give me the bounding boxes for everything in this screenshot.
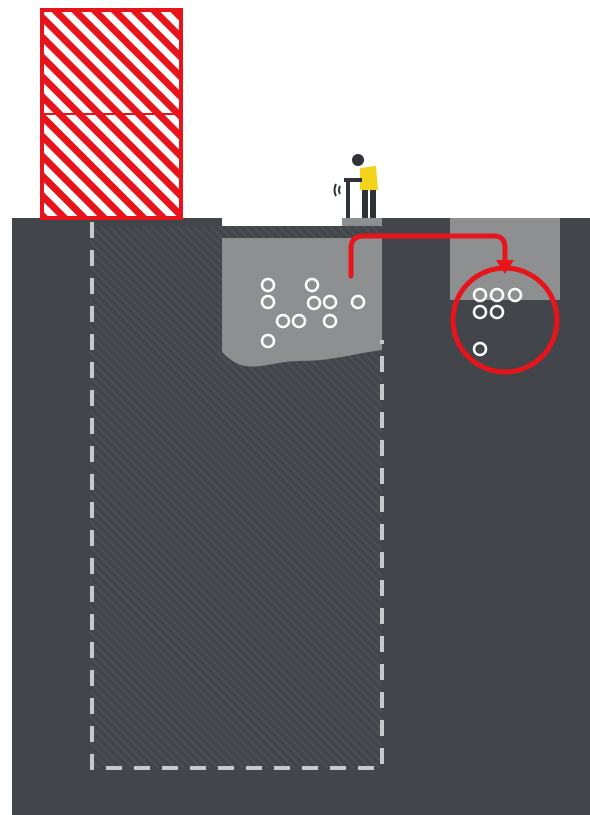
excavation-pit xyxy=(222,238,382,367)
hatched-building-icon xyxy=(42,10,181,218)
construction-worker-with-jackhammer-icon xyxy=(335,154,379,218)
